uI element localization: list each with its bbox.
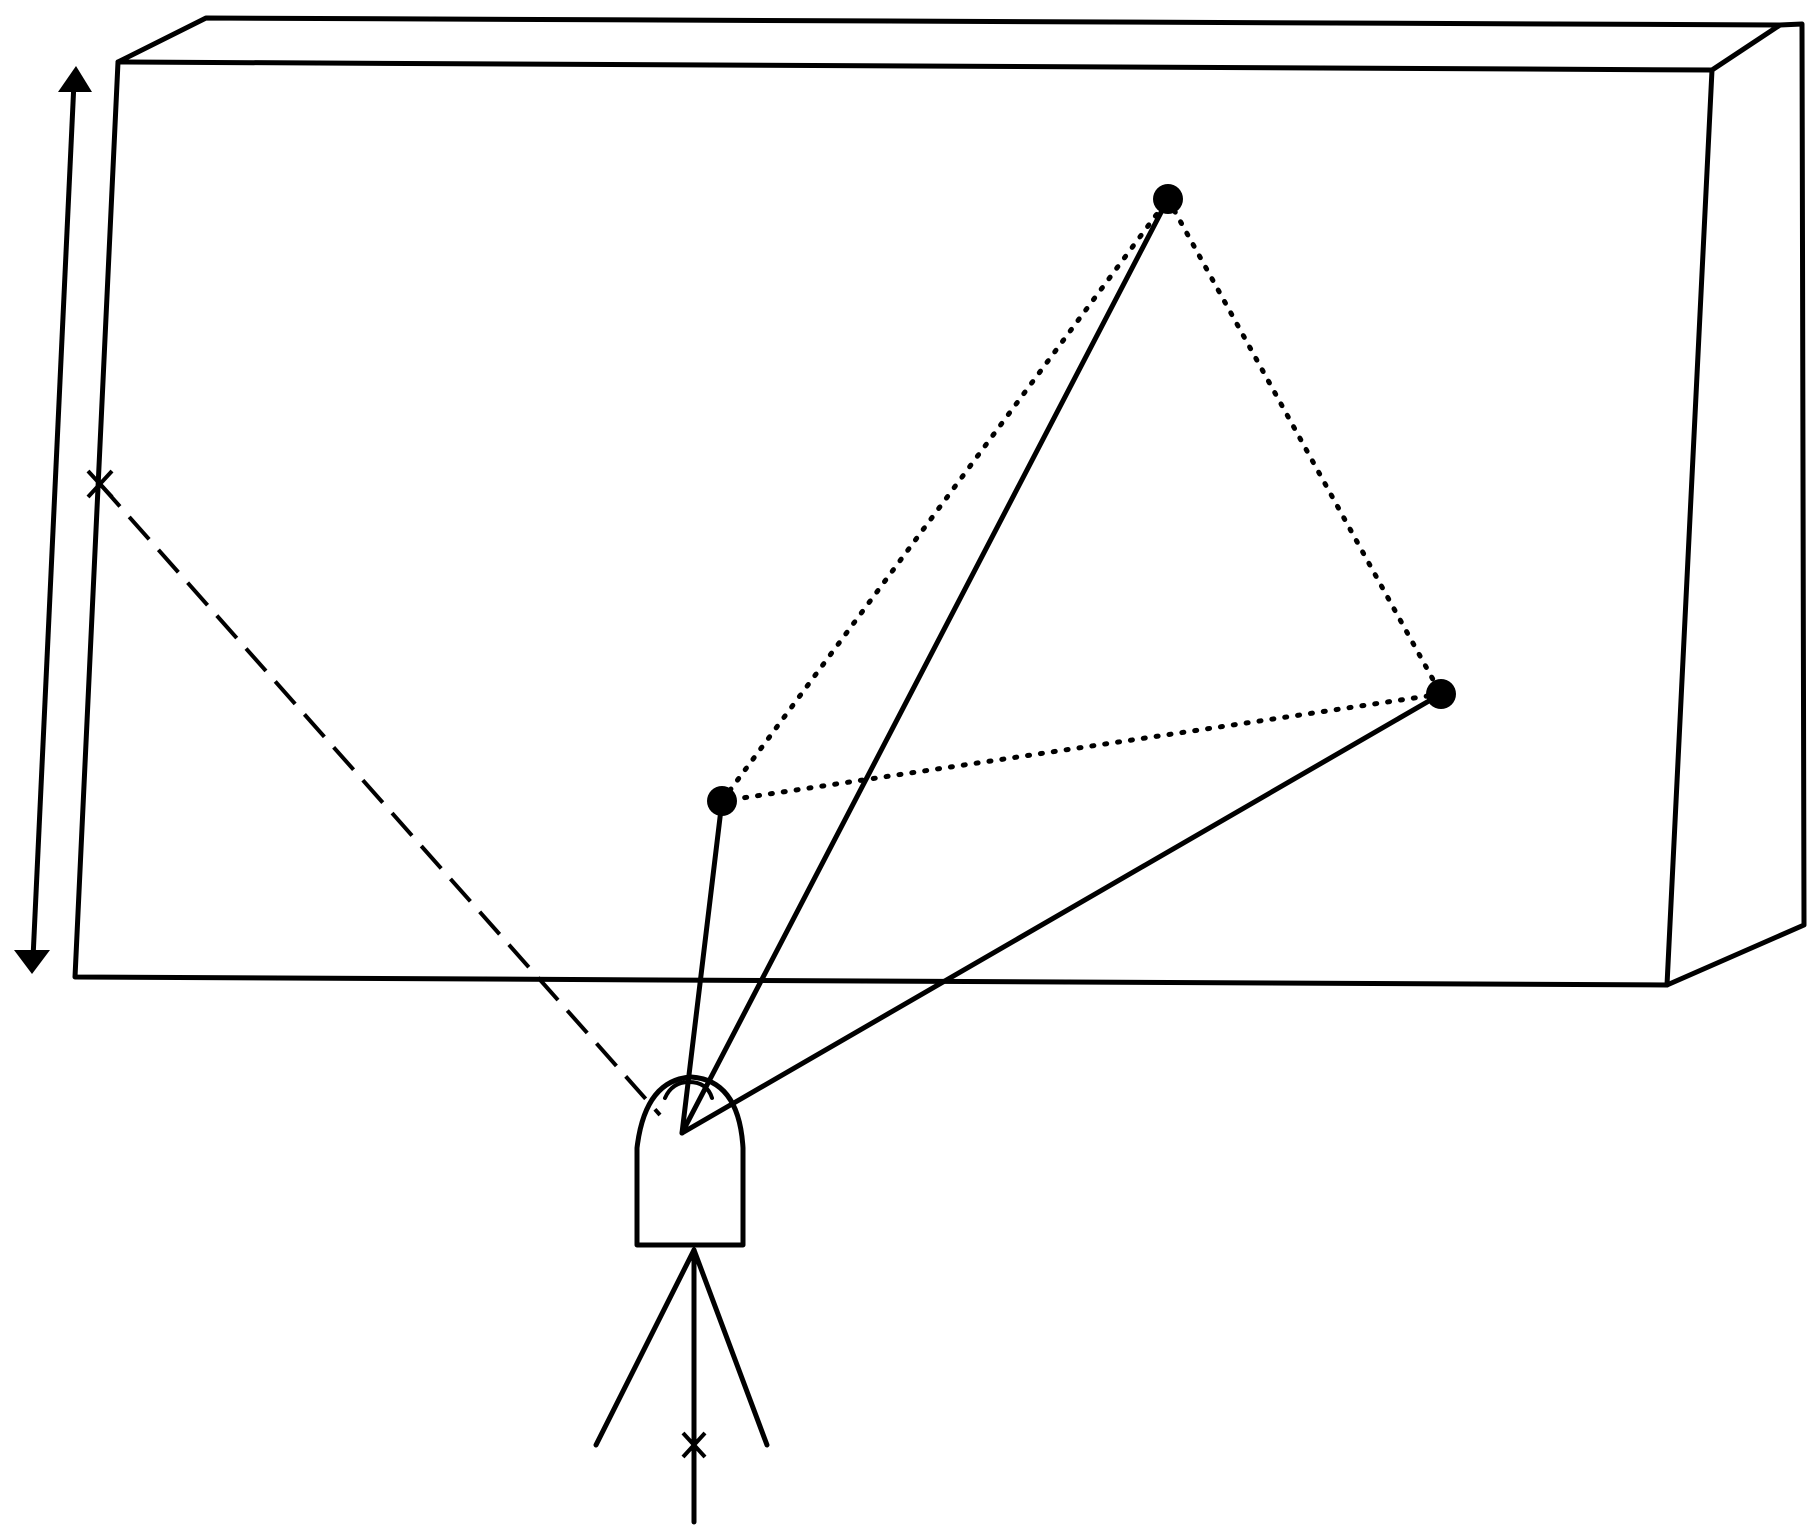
sight-line <box>679 196 1171 1136</box>
wall-top-face <box>115 15 1783 73</box>
height-dimension-line <box>30 81 77 959</box>
polygon-edge <box>719 691 1444 804</box>
tripod-leg <box>593 1247 697 1448</box>
target-point <box>1153 184 1183 214</box>
target-polygon <box>719 196 1444 804</box>
polygon-edge <box>719 196 1171 804</box>
wall-block <box>72 15 1807 988</box>
reference-sight-line <box>98 482 662 1117</box>
arrowhead-up-icon <box>58 66 92 92</box>
tripod-leg <box>691 1247 770 1448</box>
tripod <box>593 1247 770 1525</box>
total-station <box>634 1074 746 1248</box>
instrument-body <box>634 1074 746 1248</box>
target-point <box>707 786 737 816</box>
wall-side-face <box>1664 21 1807 988</box>
polygon-edge <box>1165 196 1444 697</box>
instrument-telescope-icon <box>663 1080 714 1100</box>
sight-lines <box>98 196 1444 1136</box>
wall-front-face <box>72 59 1715 988</box>
sight-line <box>679 691 1444 1136</box>
height-dimension-arrow <box>14 66 92 974</box>
arrowhead-down-icon <box>14 950 50 974</box>
ground-station-cross-icon <box>681 1431 707 1459</box>
reference-point-cross-icon <box>86 469 114 499</box>
target-point <box>1426 679 1456 709</box>
target-points <box>707 184 1456 816</box>
